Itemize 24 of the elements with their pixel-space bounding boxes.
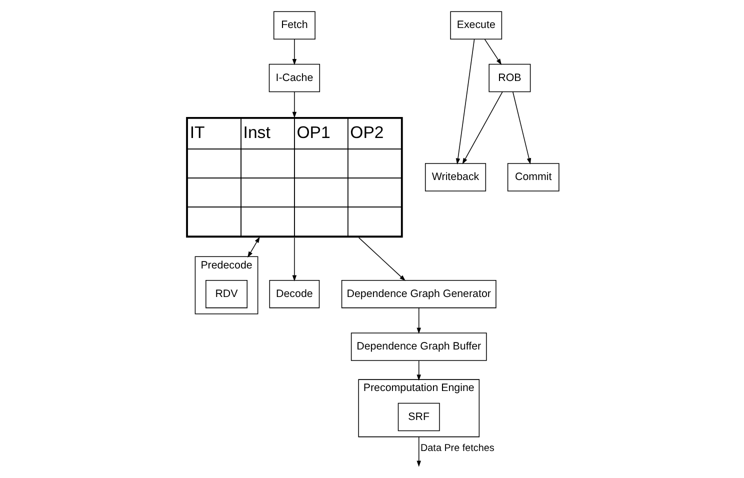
arrow — [292, 92, 296, 118]
arrow — [416, 308, 421, 334]
edge-label: Data Pre fetches — [420, 442, 494, 454]
node-box: Dependence Graph Generator — [340, 280, 496, 308]
node-box: I-Cache — [268, 64, 320, 92]
arrow — [416, 360, 421, 381]
arrow — [292, 237, 296, 282]
arrow — [512, 92, 531, 164]
arrow — [358, 237, 406, 281]
arrow — [247, 236, 260, 258]
node-box: SRF — [397, 402, 440, 432]
node-box: ROB — [488, 64, 530, 92]
node-box: Dependence Graph Buffer — [350, 332, 486, 361]
node-box: Commit — [506, 163, 559, 192]
node-box: RDV — [205, 280, 247, 308]
arrow — [484, 38, 502, 65]
node-box: Fetch — [272, 11, 315, 40]
arrow — [292, 38, 296, 66]
arrow — [462, 92, 502, 164]
arrow — [416, 436, 421, 467]
node-box: Execute — [450, 11, 502, 40]
node-box: Writeback — [424, 163, 486, 192]
arrow — [455, 38, 474, 164]
node-box: Decode — [268, 280, 320, 308]
